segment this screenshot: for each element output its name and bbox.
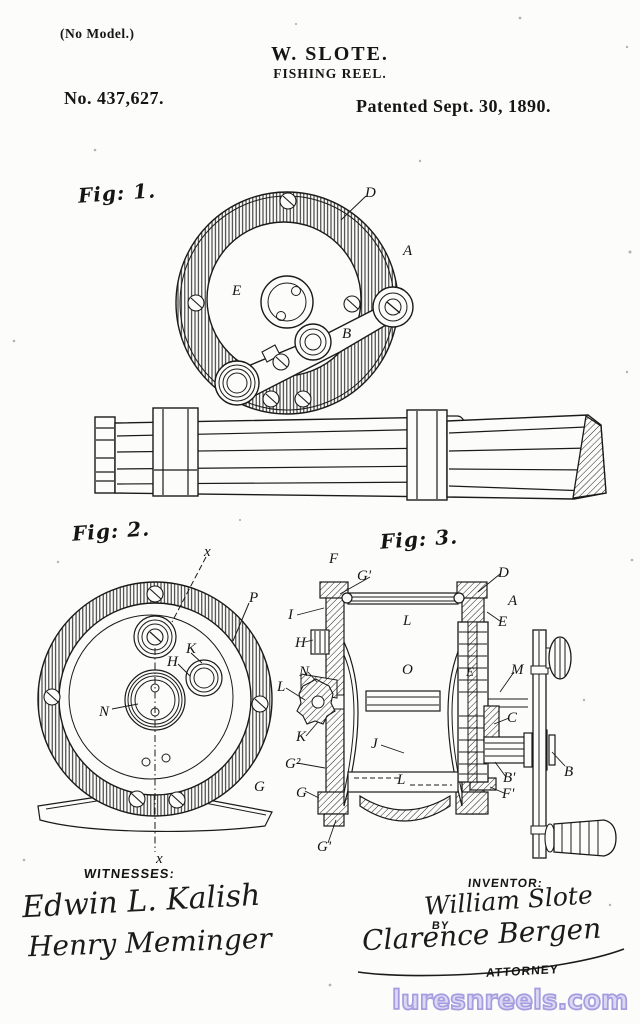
no-model-note: (No Model.) [60,26,134,42]
fig2-label-k: K [185,641,197,657]
fig3-label-j: J [371,736,379,752]
invention-title: FISHING REEL. [0,66,640,82]
figure1-reel [176,192,413,414]
site-watermark: luresnreels.com [392,985,628,1016]
fig1-label-e: E [231,283,241,299]
fig3-label-b: B [564,764,573,780]
fig2-label-g: G [254,779,265,795]
fig3-label-e-right: E [497,614,507,630]
fig3-label-n: N [298,664,310,680]
fig3-label-e-gear: E [465,664,474,679]
page-title: W. SLOTE. [0,43,640,66]
fig1-label-d: D [364,185,376,201]
figure3-section [286,574,616,858]
fig3-label-h: H [294,635,307,651]
fig3-label-k: K [295,729,307,745]
fig2-label-p: P [248,590,258,606]
fig3-label-b-prime: B' [503,770,516,786]
figure1-rod [95,408,606,500]
patent-number: No. 437,627. [64,88,164,109]
fig3-label-g-left: G [296,785,307,801]
fig3-label-o: O [402,662,413,678]
fig2-label-h: H [166,654,179,670]
fig2-label-n: N [98,704,110,720]
witnesses-heading: WITNESSES: [83,866,175,881]
fig3-label-a: A [507,593,518,609]
fig3-label-i: I [287,607,294,623]
fig2-label-x-bottom: x [155,851,163,867]
fig3-label-g1-bottom: G' [317,839,332,855]
fig3-label-f: F [328,551,339,567]
fig1-label-b: B [342,326,351,342]
fig3-label-c: C [507,710,518,726]
fig3-label-l-bottom: L [396,772,405,788]
fig3-label-l-left: L [276,679,285,695]
fig3-label-g2: G² [285,756,301,772]
fig2-label-x-top: x [203,544,211,560]
fig3-label-l-top: L [402,613,411,629]
figure2-reel [38,557,272,852]
fig1-label-a: A [402,243,413,259]
fig3-label-d: D [497,565,509,581]
fig3-label-g1-top: G' [357,568,372,584]
fig3-label-f-prime: F' [501,786,515,802]
patent-date: Patented Sept. 30, 1890. [356,96,551,117]
fig3-label-m: M [510,662,525,678]
